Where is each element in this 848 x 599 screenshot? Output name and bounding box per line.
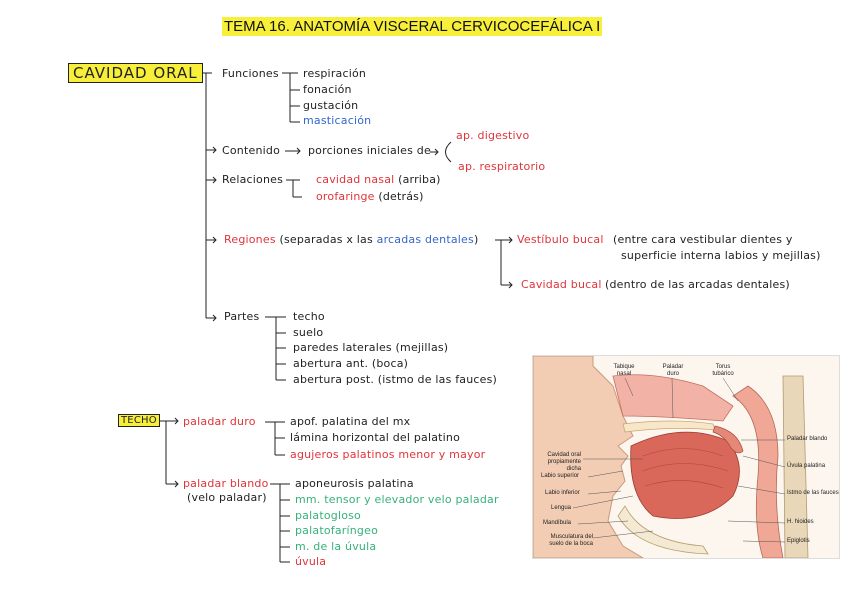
- fig-label-labio-sup: Labio superior: [541, 473, 580, 479]
- anatomy-illustration: [533, 356, 809, 558]
- funciones-label: Funciones: [222, 67, 279, 80]
- funcion-item: respiración: [303, 67, 367, 80]
- regiones-line: Regiones (separadas x las arcadas dental…: [224, 233, 478, 246]
- paladar-duro-item: agujeros palatinos menor y mayor: [290, 448, 486, 461]
- fig-label-lengua: Lengua: [551, 505, 572, 511]
- contenido-item: ap. digestivo: [456, 129, 530, 142]
- funcion-item: fonación: [303, 83, 352, 96]
- paladar-duro-label: paladar duro: [183, 415, 256, 428]
- relacion-name: orofaringe: [316, 190, 375, 203]
- paladar-duro-item: lámina horizontal del palatino: [290, 431, 461, 444]
- funcion-item: gustación: [303, 99, 359, 112]
- fig-label-paladar-blando: Paladar blando: [787, 436, 828, 442]
- paladar-blando-item: m. de la úvula: [295, 540, 377, 553]
- paladar-blando-sub: (velo paladar): [187, 491, 267, 504]
- techo-root: TECHO: [118, 414, 160, 427]
- regiones-label: Regiones: [224, 233, 276, 246]
- vestibulo-note-1: (entre cara vestibular dientes y: [613, 233, 793, 246]
- parte-item: paredes laterales (mejillas): [293, 341, 449, 354]
- anatomy-figure: Tabique nasal Paladar duro Torus tubáric…: [532, 355, 840, 559]
- parte-item: abertura post. (istmo de las fauces): [293, 373, 498, 386]
- funcion-item: masticación: [303, 114, 372, 127]
- paladar-blando-item: palatogloso: [295, 509, 361, 522]
- relaciones-label: Relaciones: [222, 173, 284, 186]
- relacion-note: (arriba): [398, 173, 441, 186]
- vestibulo-note-2: superficie interna labios y mejillas): [621, 249, 821, 262]
- paladar-blando-item: úvula: [295, 555, 327, 568]
- fig-label-cavidad-oral: Cavidad oral propiamente dicha: [547, 452, 581, 472]
- fig-label-musculatura: Musculatura del suelo de la boca: [549, 534, 593, 547]
- arcadas-dentales: arcadas dentales: [376, 233, 474, 246]
- regiones-paren: (separadas x las: [279, 233, 373, 246]
- fig-label-labio-inf: Labio inferior: [545, 490, 580, 496]
- parte-item: suelo: [293, 326, 324, 339]
- relacion-item: cavidad nasal (arriba): [316, 173, 441, 186]
- vestibulo-bucal: Vestíbulo bucal: [517, 233, 604, 246]
- contenido-label: Contenido: [222, 144, 281, 157]
- cavidad-oral-root: CAVIDAD ORAL: [68, 63, 203, 83]
- paladar-duro-item: apof. palatina del mx: [290, 415, 411, 428]
- relacion-item: orofaringe (detrás): [316, 190, 424, 203]
- paladar-blando-item: palatofaríngeo: [295, 524, 379, 537]
- paladar-blando-item: mm. tensor y elevador velo paladar: [295, 493, 499, 506]
- parte-item: techo: [293, 310, 325, 323]
- paladar-blando-item: aponeurosis palatina: [295, 477, 414, 490]
- fig-label-istmo: Istmo de las fauces: [787, 490, 839, 496]
- fig-label-torus: Torus tubárico: [712, 364, 734, 377]
- parte-item: abertura ant. (boca): [293, 357, 409, 370]
- fig-label-epiglotis: Epiglotis: [787, 538, 810, 544]
- fig-label-hioides: H. hioides: [787, 519, 814, 525]
- fig-label-tabique: Tabique nasal: [613, 364, 635, 377]
- fig-label-paladar-duro: Paladar duro: [662, 364, 684, 377]
- relacion-note: (detrás): [378, 190, 424, 203]
- paladar-blando-label: paladar blando: [183, 477, 269, 490]
- fig-label-uvula: Úvula palatina: [787, 463, 826, 469]
- contenido-text: porciones iniciales de: [308, 144, 431, 157]
- cavidad-bucal-note: (dentro de las arcadas dentales): [605, 278, 790, 291]
- fig-label-mandibula: Mandíbula: [543, 520, 572, 526]
- relacion-name: cavidad nasal: [316, 173, 395, 186]
- regiones-paren-close: ): [473, 233, 479, 246]
- cavidad-bucal: Cavidad bucal: [521, 278, 602, 291]
- contenido-item: ap. respiratorio: [458, 160, 546, 173]
- page-title: TEMA 16. ANATOMÍA VISCERAL CERVICOCEFÁLI…: [222, 17, 603, 36]
- partes-label: Partes: [224, 310, 260, 323]
